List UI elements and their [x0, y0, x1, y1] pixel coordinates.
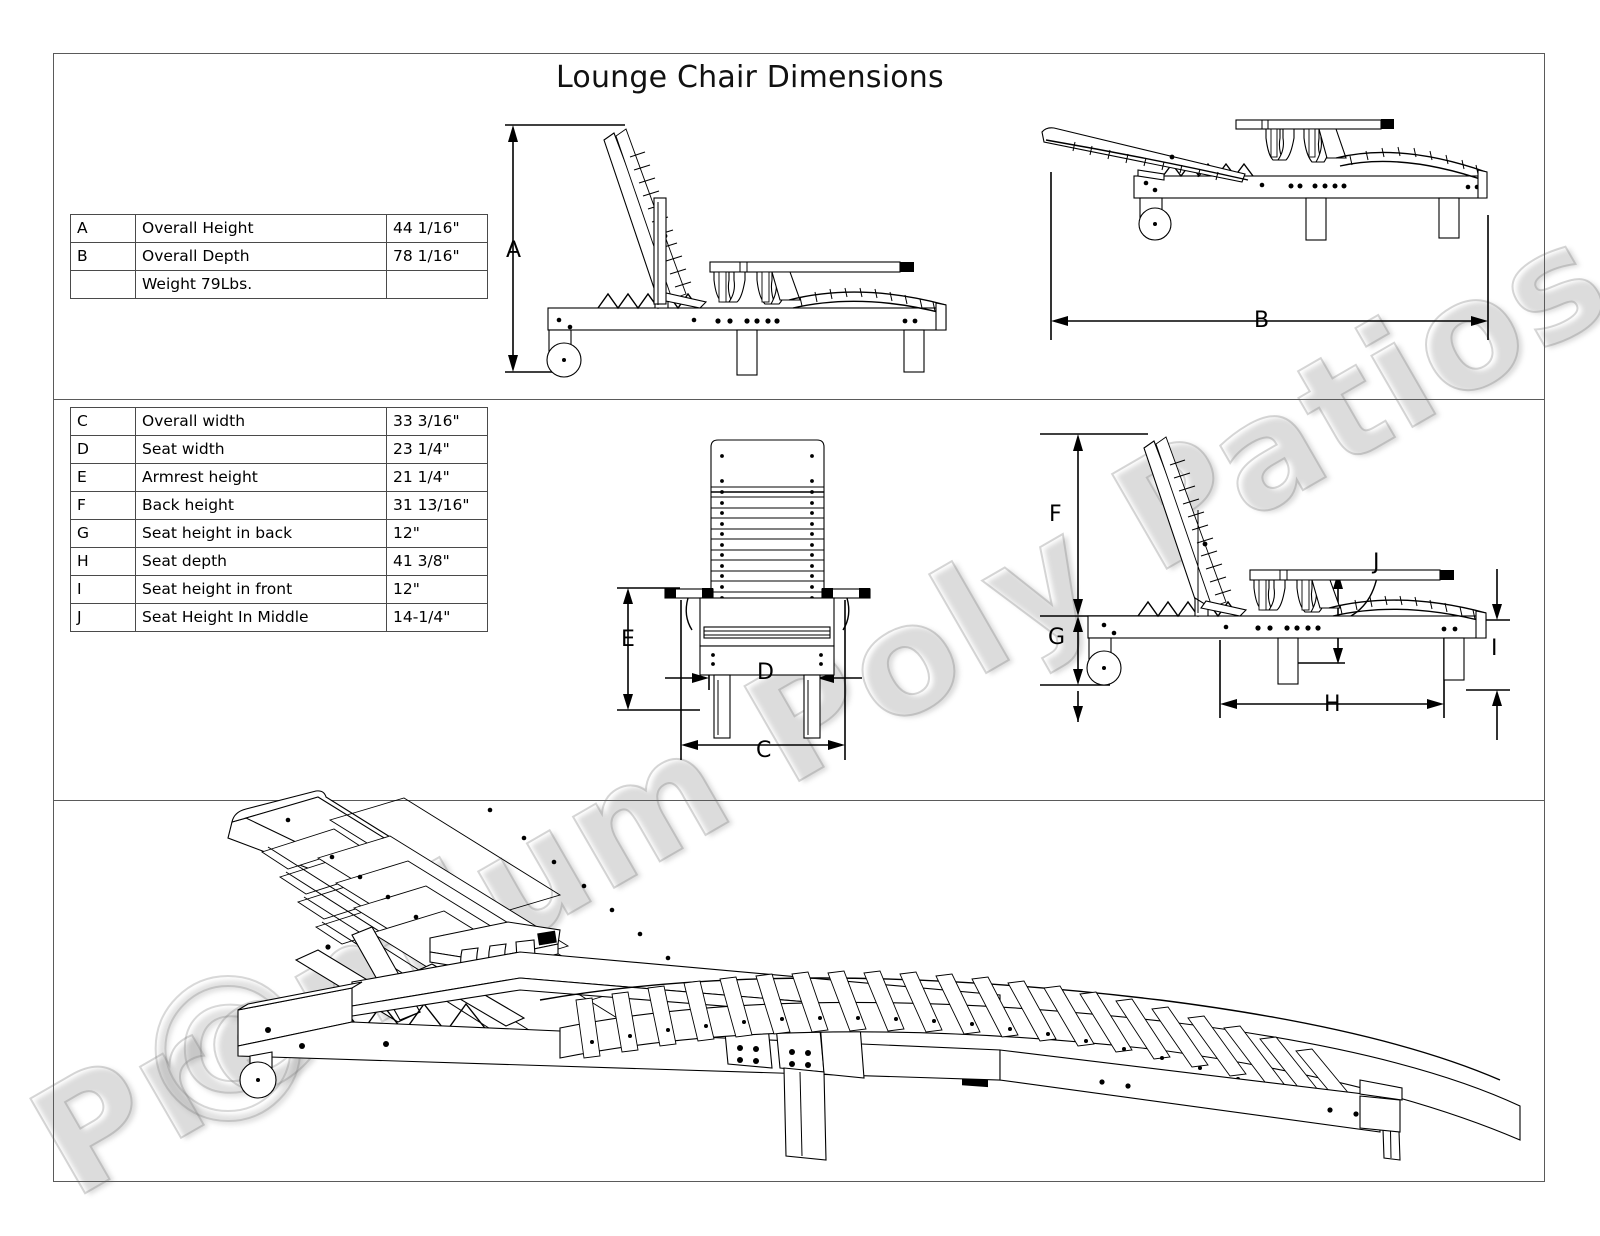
spec-value: 12" — [386, 519, 488, 548]
spec-key — [70, 270, 136, 299]
spec-key: C — [70, 407, 136, 436]
spec-key: B — [70, 242, 136, 271]
spec-key: G — [70, 519, 136, 548]
table-row: C Overall width 33 3/16" — [70, 407, 488, 436]
spec-desc: Weight 79Lbs. — [135, 270, 387, 299]
table-row: B Overall Depth 78 1/16" — [70, 242, 488, 271]
spec-value: 33 3/16" — [386, 407, 488, 436]
table-row: H Seat depth 41 3/8" — [70, 547, 488, 576]
table-row: G Seat height in back 12" — [70, 519, 488, 548]
dimension-label-H: H — [1324, 692, 1341, 717]
page-title: Lounge Chair Dimensions — [556, 60, 944, 95]
spec-desc: Back height — [135, 491, 387, 520]
spec-value — [386, 270, 488, 299]
dimension-label-G: G — [1048, 625, 1066, 650]
spec-table-top: A Overall Height 44 1/16" B Overall Dept… — [70, 214, 488, 299]
dimension-label-I: I — [1491, 636, 1498, 661]
spec-value: 78 1/16" — [386, 242, 488, 271]
spec-desc: Overall Height — [135, 214, 387, 243]
spec-desc: Armrest height — [135, 463, 387, 492]
spec-value: 12" — [386, 575, 488, 604]
spec-table-bottom: C Overall width 33 3/16" D Seat width 23… — [70, 407, 488, 632]
spec-value: 41 3/8" — [386, 547, 488, 576]
table-row: A Overall Height 44 1/16" — [70, 214, 488, 243]
dimension-label-B: B — [1254, 308, 1270, 333]
spec-desc: Seat depth — [135, 547, 387, 576]
table-row: I Seat height in front 12" — [70, 575, 488, 604]
table-row: J Seat Height In Middle 14-1/4" — [70, 603, 488, 632]
spec-key: H — [70, 547, 136, 576]
drawing-border — [53, 53, 1545, 1182]
spec-key: A — [70, 214, 136, 243]
spec-value: 44 1/16" — [386, 214, 488, 243]
dimension-label-F: F — [1049, 502, 1062, 527]
dimension-label-A: A — [506, 238, 522, 263]
table-row: E Armrest height 21 1/4" — [70, 463, 488, 492]
spec-key: J — [70, 603, 136, 632]
spec-key: F — [70, 491, 136, 520]
table-row: Weight 79Lbs. — [70, 270, 488, 299]
spec-desc: Seat Height In Middle — [135, 603, 387, 632]
spec-key: D — [70, 435, 136, 464]
panel-divider-1 — [53, 399, 1545, 400]
table-row: D Seat width 23 1/4" — [70, 435, 488, 464]
spec-value: 14-1/4" — [386, 603, 488, 632]
spec-desc: Seat height in back — [135, 519, 387, 548]
dimension-label-J: J — [1373, 550, 1380, 575]
spec-value: 31 13/16" — [386, 491, 488, 520]
spec-desc: Overall width — [135, 407, 387, 436]
spec-desc: Seat width — [135, 435, 387, 464]
table-row: F Back height 31 13/16" — [70, 491, 488, 520]
spec-value: 21 1/4" — [386, 463, 488, 492]
dimension-label-E: E — [621, 627, 635, 652]
dimension-label-C: C — [756, 738, 772, 763]
panel-divider-2 — [53, 800, 1545, 801]
spec-desc: Overall Depth — [135, 242, 387, 271]
dimension-label-D: D — [757, 660, 774, 685]
